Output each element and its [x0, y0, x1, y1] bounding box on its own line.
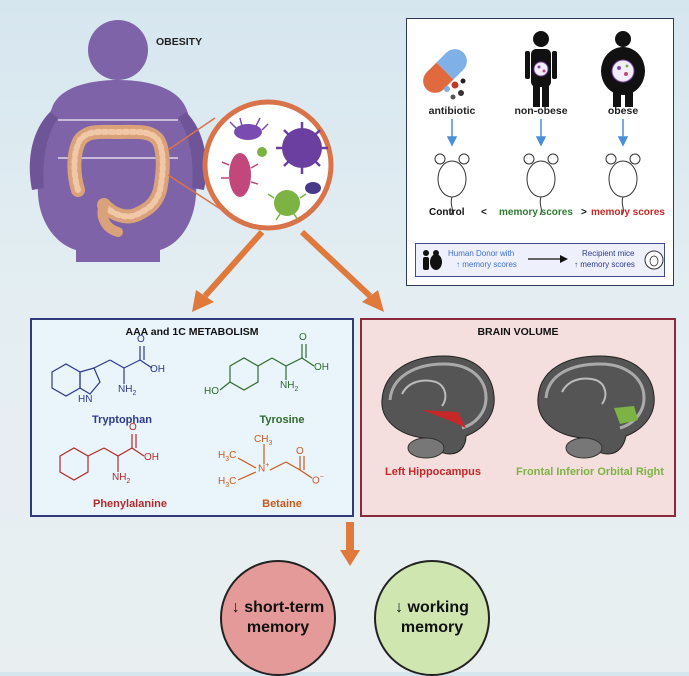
betaine-o-label: O: [296, 446, 304, 457]
donor-label-non-obese: non-obese: [514, 105, 568, 117]
transfer-arrow-icon: [528, 255, 568, 263]
working-line1: working: [407, 599, 469, 616]
tryptophan-hn-label: HN: [78, 394, 93, 405]
tryptophan-structure: [51, 346, 153, 397]
phenylalanine-oh-label: OH: [144, 452, 159, 463]
phenylalanine-label: Phenylalanine: [93, 498, 167, 510]
human-donor-icon: [423, 250, 442, 270]
phenylalanine-nh2-label: NH2: [112, 472, 131, 485]
fmt-experiment-panel: antibiotic non-obese obese Control < mem…: [406, 18, 674, 286]
non-obese-memory-scores: memory scores: [499, 207, 573, 218]
phenylalanine-structure: [59, 434, 145, 481]
recipient-mouse-icon: [644, 250, 664, 270]
human-donor-text: Human Donor with: [448, 249, 515, 258]
gut-microbiome-circle: [202, 99, 334, 231]
tyrosine-label: Tyrosine: [259, 414, 305, 426]
tyrosine-o-label: O: [299, 332, 307, 343]
mouse-icon: [605, 153, 641, 216]
betaine-h3c-label-top: H3C: [218, 450, 237, 463]
control-label: Control: [429, 207, 465, 218]
left-hippocampus-label: Left Hippocampus: [385, 466, 481, 478]
brain-volume-panel: BRAIN VOLUME Left Hippocampus Frontal In…: [360, 318, 676, 517]
aaa-panel-title: AAA and 1C METABOLISM: [125, 326, 259, 338]
obese-person-icon: [601, 31, 645, 107]
mouse-icon: [434, 153, 470, 216]
obesity-title: OBESITY: [156, 36, 203, 48]
brain-left-hippocampus: [381, 355, 495, 459]
working-line2: memory: [400, 619, 464, 636]
antibiotic-capsule-icon: [423, 49, 467, 93]
working-memory-circle: ↓ working memory: [374, 560, 490, 676]
greater-than-sign: >: [581, 207, 587, 218]
recipient-text: Recipient mice: [582, 249, 635, 258]
aaa-metabolism-panel: AAA and 1C METABOLISM: [30, 318, 354, 517]
tryptophan-nh2-label: NH2: [118, 384, 137, 397]
tyrosine-structure: [219, 344, 315, 391]
less-than-sign: <: [481, 207, 487, 218]
betaine-o-minus-label: O−: [312, 474, 324, 487]
short-term-memory-circle: ↓ short-term memory: [220, 560, 336, 676]
betaine-label: Betaine: [262, 498, 302, 510]
experiment-icons: [423, 31, 645, 216]
working-arrow: ↓: [395, 599, 404, 616]
betaine-h3c-label-bottom: H3C: [218, 476, 237, 489]
brain-panel-title: BRAIN VOLUME: [477, 326, 559, 338]
molecule-structures: [51, 344, 315, 481]
donor-recipient-box: Human Donor with ↑ memory scores Recipie…: [415, 243, 665, 277]
recipient-subtext: ↑ memory scores: [574, 260, 635, 269]
tyrosine-ho-label: HO: [204, 386, 219, 397]
tryptophan-oh-label: OH: [150, 364, 165, 375]
tyrosine-nh2-label: NH2: [280, 380, 299, 393]
brain-illustrations: [381, 355, 655, 459]
betaine-n-label: N+: [258, 462, 270, 475]
non-obese-person-icon: [525, 31, 557, 107]
brain-frontal-orbital: [537, 355, 655, 459]
short-term-arrow: ↓: [231, 599, 240, 616]
short-term-line1: short-term: [244, 599, 325, 616]
betaine-structure: [237, 444, 313, 481]
tryptophan-o-label: O: [137, 334, 145, 345]
obese-memory-scores: memory scores: [591, 207, 665, 218]
frontal-inferior-orbital-right-label: Frontal Inferior Orbital Right: [516, 466, 664, 478]
donor-label-obese: obese: [607, 105, 639, 117]
human-donor-subtext: ↑ memory scores: [456, 260, 517, 269]
betaine-ch3-label: CH3: [254, 434, 273, 447]
tryptophan-label: Tryptophan: [92, 414, 152, 426]
short-term-line2: memory: [246, 619, 310, 636]
mouse-icon: [523, 153, 559, 216]
donor-label-antibiotic: antibiotic: [428, 105, 476, 117]
phenylalanine-o-label: O: [129, 422, 137, 433]
intestine-illustration: [67, 124, 170, 237]
tyrosine-oh-label: OH: [314, 362, 329, 373]
